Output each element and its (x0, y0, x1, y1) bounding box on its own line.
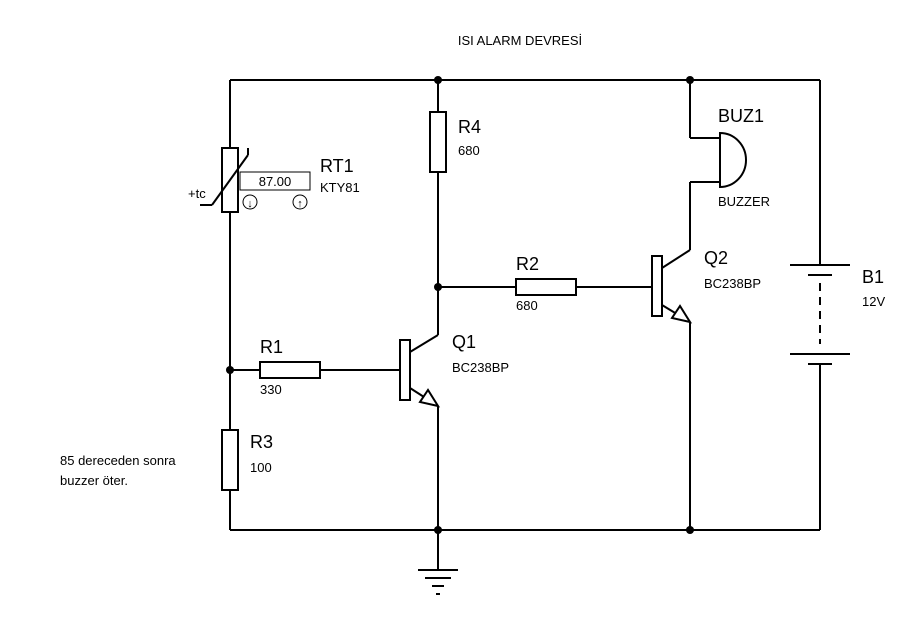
junction-dots (226, 76, 694, 534)
r4-value-label: 680 (458, 143, 480, 158)
temperature-display[interactable] (239, 171, 311, 191)
q1-value-label: BC238BP (452, 360, 509, 375)
battery-b1[interactable]: B1 12V (790, 264, 885, 365)
note-line-1: 85 dereceden sonra (60, 453, 176, 468)
r4-ref-label: R4 (458, 117, 481, 137)
wires (229, 79, 821, 570)
buz1-ref-label: BUZ1 (718, 106, 764, 126)
transistor-q2[interactable]: Q2 BC238BP (651, 248, 761, 324)
ground-symbol (418, 569, 458, 595)
q1-emitter-arrow (418, 388, 441, 408)
arrow-down-icon: ↓ (247, 198, 253, 210)
b1-value-label: 12V (862, 294, 885, 309)
q2-value-label: BC238BP (704, 276, 761, 291)
note-line-2: buzzer öter. (60, 473, 128, 488)
b1-ref-label: B1 (862, 267, 884, 287)
note-text: 85 dereceden sonra buzzer öter. (60, 453, 176, 488)
r2-value-label: 680 (516, 298, 538, 313)
rt1-ref-label: RT1 (320, 156, 354, 176)
r2-ref-label: R2 (516, 254, 539, 274)
r1-value-label: 330 (260, 382, 282, 397)
r3-value-label: 100 (250, 460, 272, 475)
temperature-reading: 87.00 (259, 174, 292, 189)
r3-ref-label: R3 (250, 432, 273, 452)
transistor-q1[interactable]: Q1 BC238BP (399, 332, 509, 408)
resistor-r1[interactable]: R1 330 (259, 337, 321, 397)
decrease-temperature-button[interactable] (242, 194, 258, 210)
buz1-value-label: BUZZER (718, 194, 770, 209)
buzzer-buz1[interactable]: BUZ1 BUZZER (718, 106, 770, 209)
thermistor-rt1[interactable]: +tc 87.00 ↓ ↑ RT1 KTY81 (188, 147, 360, 213)
resistor-r4[interactable]: R4 680 (429, 111, 481, 173)
r1-ref-label: R1 (260, 337, 283, 357)
q2-ref-label: Q2 (704, 248, 728, 268)
rt1-value-label: KTY81 (320, 180, 360, 195)
q2-emitter-arrow (670, 304, 693, 324)
thermistor-pin-label: +tc (188, 186, 206, 201)
resistor-r2[interactable]: R2 680 (515, 254, 577, 313)
arrow-up-icon: ↑ (297, 198, 303, 210)
increase-temperature-button[interactable] (292, 194, 308, 210)
diagram-title: ISI ALARM DEVRESİ (458, 33, 582, 48)
q1-ref-label: Q1 (452, 332, 476, 352)
resistor-r3[interactable]: R3 100 (221, 429, 273, 491)
